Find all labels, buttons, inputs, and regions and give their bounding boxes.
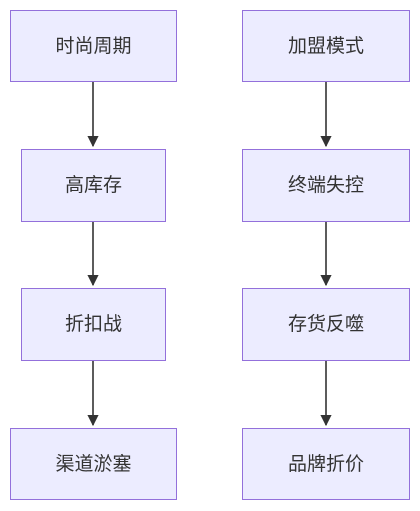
node-discount-war: 折扣战 [21, 288, 166, 361]
node-brand-devaluation: 品牌折价 [242, 428, 410, 500]
node-terminal-loss-of-control: 终端失控 [242, 149, 410, 222]
node-channel-congestion: 渠道淤塞 [10, 428, 177, 500]
node-high-inventory: 高库存 [21, 149, 166, 222]
node-fashion-cycle: 时尚周期 [10, 10, 177, 82]
node-inventory-backlash: 存货反噬 [242, 288, 410, 361]
node-franchise-model: 加盟模式 [242, 10, 410, 82]
